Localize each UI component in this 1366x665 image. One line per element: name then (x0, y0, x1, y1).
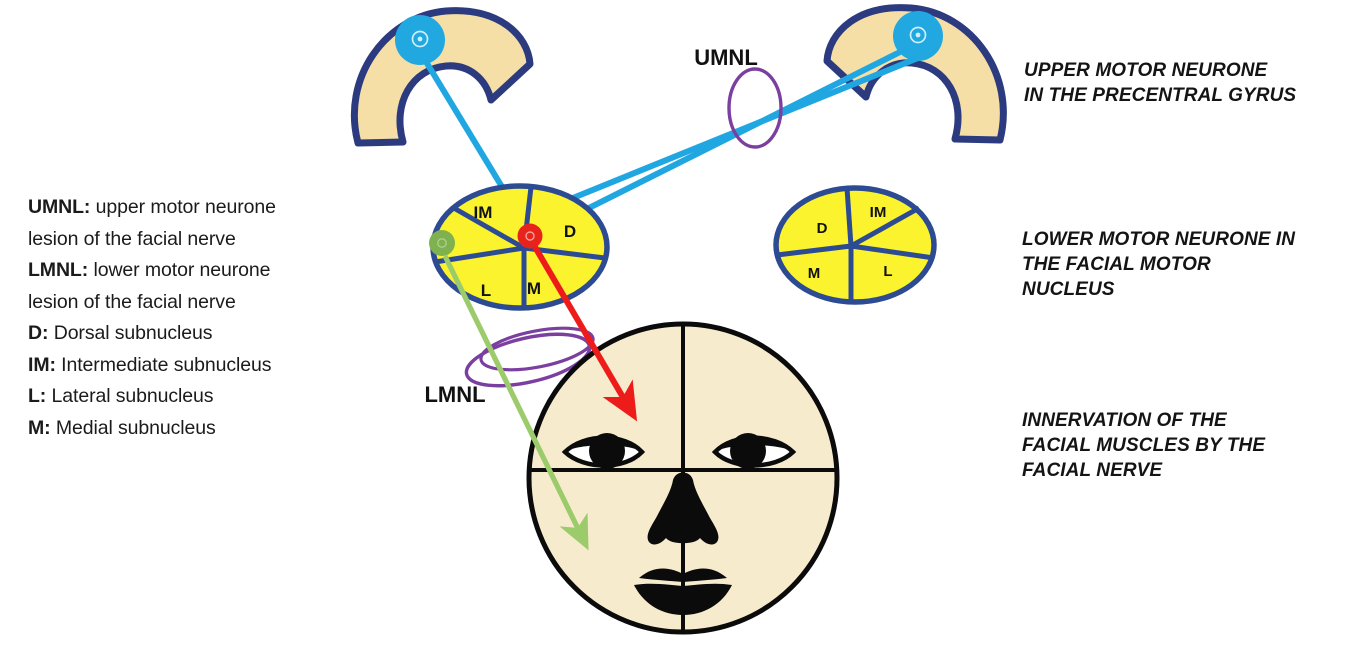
face-eye-right-upper-lid (715, 436, 793, 452)
label-upper-motor-neurone: UPPER MOTOR NEURONE IN THE PRECENTRAL GY… (1024, 58, 1354, 108)
right-nucleus-divider-im-l (849, 205, 921, 249)
legend-key: M: (28, 417, 51, 440)
label-line: FACIAL MUSCLES BY THE (1022, 435, 1266, 457)
face-lower-lip (634, 583, 732, 615)
right-subnucleus-label-im: IM (870, 204, 887, 221)
label-line: LOWER MOTOR NEURONE IN (1022, 229, 1296, 250)
face-diagram (526, 321, 840, 635)
legend-item: lesion of the facial nerve (28, 287, 378, 319)
legend-item: UMNL: upper motor neurone (28, 192, 378, 224)
label-line: NUCLEUS (1022, 279, 1115, 301)
legend-item: D: Dorsal subnucleus (28, 318, 378, 350)
face-upper-lip (639, 568, 727, 582)
legend-item: LMNL: lower motor neurone (28, 255, 378, 287)
legend-text: Dorsal subnucleus (48, 322, 213, 345)
umnl-lesion-ellipse (727, 67, 783, 149)
legend-key: D: (28, 322, 49, 345)
legend-item: M: Medial subnucleus (28, 413, 378, 445)
face-nose (647, 472, 719, 545)
legend-text: Lateral subnucleus (46, 385, 214, 408)
legend-text: Medial subnucleus (50, 417, 216, 440)
right-umn-soma-nucleolus (915, 32, 921, 38)
left-nucleus-lateral-neuron-green (429, 230, 455, 256)
right-facial-motor-nucleus: D IM M L (773, 185, 937, 305)
left-subnucleus-label-im: IM (474, 203, 493, 222)
label-line: UPPER MOTOR NEURONE (1024, 60, 1268, 81)
face-nose-bridge (681, 541, 685, 566)
right-gyrus-crescent (823, 4, 1007, 144)
right-nucleus-divider-d-im (844, 187, 854, 247)
label-innervation: INNERVATION OF THE FACIAL MUSCLES BY THE… (1022, 408, 1352, 483)
right-nucleus-divider-right (850, 243, 935, 261)
label-line: IN THE PRECENTRAL GYRUS (1024, 85, 1297, 107)
axon-red-to-upper-face (532, 245, 638, 422)
label-line: FACIAL NERVE (1022, 460, 1163, 482)
umnl-lesion-label: UMNL (694, 45, 758, 70)
legend-item: lesion of the facial nerve (28, 224, 378, 256)
lmnl-lesion-label: LMNL (424, 382, 485, 407)
legend-key: UMNL: (28, 196, 91, 218)
legend-item: L: Lateral subnucleus (28, 381, 378, 413)
left-facial-motor-nucleus: IM D L M (429, 183, 610, 311)
lmnl-lesion-ellipse-inner (479, 326, 595, 372)
face-eye-left (561, 433, 646, 469)
axon-green-to-lower-face (442, 254, 589, 551)
right-subnucleus-label-l: L (883, 263, 892, 280)
right-subnucleus-label-m: M (808, 265, 821, 282)
left-subnucleus-label-d: D (564, 222, 576, 241)
abbreviation-legend: UMNL: upper motor neurone lesion of the … (28, 192, 378, 445)
face-lips (634, 568, 732, 615)
legend-text: upper motor neurone (90, 196, 276, 218)
left-nucleus-divider-im-l (450, 204, 526, 251)
label-line: INNERVATION OF THE (1022, 410, 1227, 431)
left-nucleus-lateral-neuron-green-nucleus (437, 238, 447, 248)
left-nucleus-dorsal-neuron-red-nucleus (525, 231, 535, 241)
left-umn-soma-nucleus-ring (411, 30, 429, 48)
left-nucleus-divider-left (434, 245, 525, 265)
right-umn-soma-nucleus-ring (909, 26, 927, 44)
left-subnucleus-label-m: M (527, 279, 541, 298)
legend-key: IM: (28, 353, 56, 376)
legend-text: lesion of the facial nerve (28, 227, 236, 250)
legend-text: lower motor neurone (88, 259, 271, 282)
left-subnucleus-label-l: L (481, 281, 491, 300)
left-umn-soma-nucleolus (417, 36, 423, 42)
legend-item: IM: Intermediate subnucleus (28, 350, 378, 382)
right-subnucleus-label-d: D (817, 220, 828, 237)
legend-key: LMNL: (28, 259, 89, 282)
axon-right-cortex-to-nucleus-upper (533, 45, 910, 236)
face-eye-right (711, 433, 797, 469)
legend-text: lesion of the facial nerve (28, 290, 236, 313)
left-precentral-gyrus (350, 7, 534, 147)
face-eye-left-upper-lid (565, 436, 642, 452)
left-nucleus-dorsal-neuron-red (517, 223, 543, 249)
legend-key: L: (28, 385, 47, 408)
right-nucleus-divider-d-m (776, 243, 852, 258)
label-lower-motor-neurone: LOWER MOTOR NEURONE IN THE FACIAL MOTOR … (1022, 227, 1352, 302)
legend-text: Intermediate subnucleus (55, 353, 272, 376)
label-line: THE FACIAL MOTOR (1022, 254, 1211, 276)
